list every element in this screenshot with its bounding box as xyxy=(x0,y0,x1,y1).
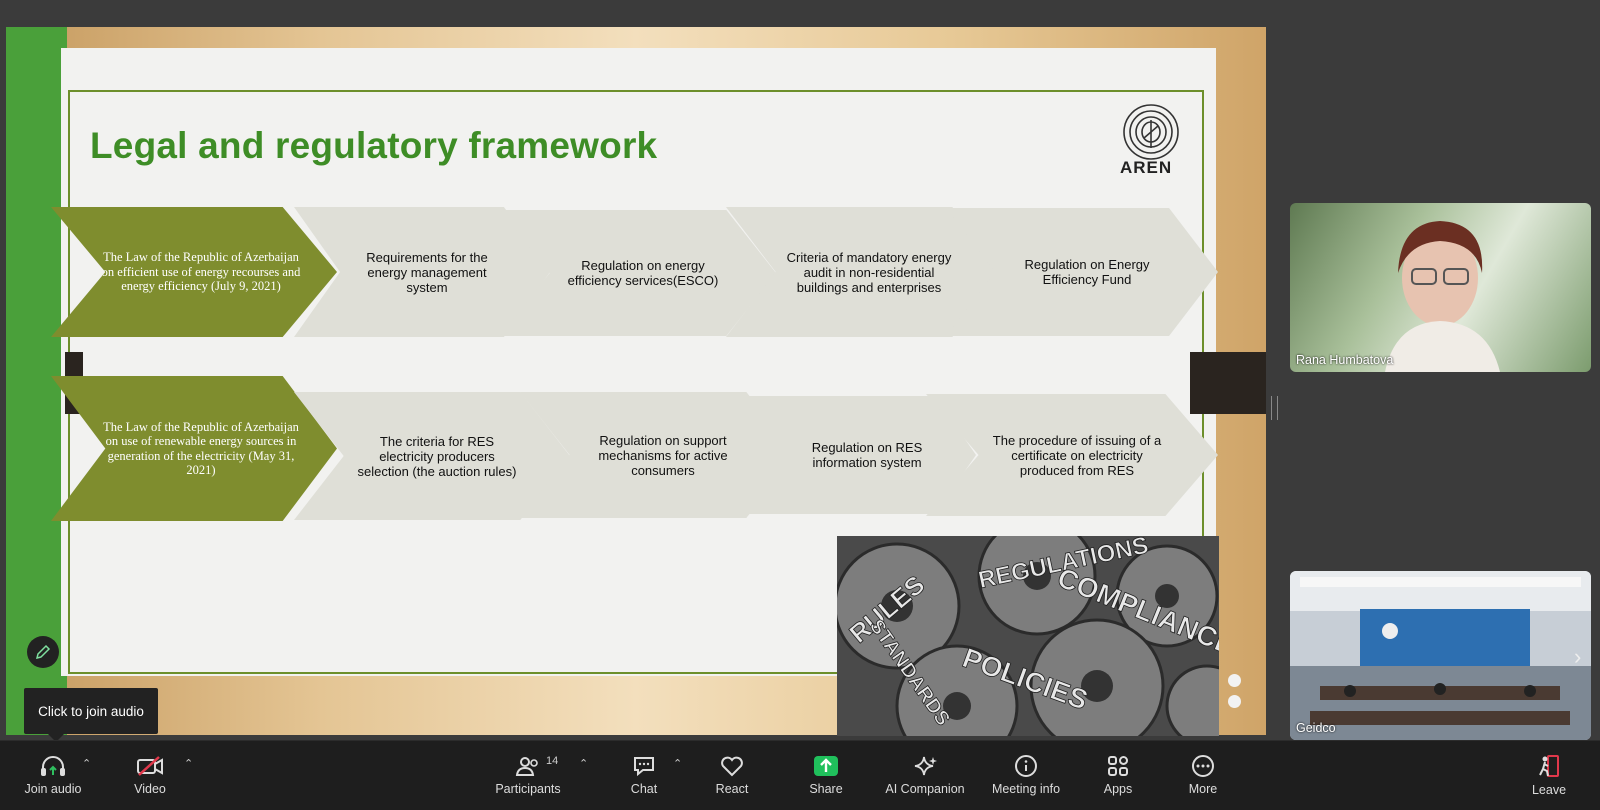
join-audio-tooltip: Click to join audio xyxy=(24,688,158,742)
react-label: React xyxy=(715,782,749,796)
slide-right-tab xyxy=(1190,352,1266,414)
sparkle-icon xyxy=(914,756,937,776)
share-icon xyxy=(814,756,838,776)
more-icon xyxy=(1192,755,1214,777)
participants-label: Participants xyxy=(495,782,561,796)
join-audio-label: Join audio xyxy=(24,782,82,796)
participants-count: 14 xyxy=(546,755,559,767)
chat-label: Chat xyxy=(630,782,658,796)
share-button[interactable]: Share xyxy=(806,741,846,810)
page-dot[interactable] xyxy=(1228,674,1241,687)
speaker-avatar-image xyxy=(1385,221,1500,372)
participants-caret-icon[interactable]: ⌃ xyxy=(579,758,589,770)
page-dot[interactable] xyxy=(1228,695,1241,708)
ai-companion-button[interactable]: AI Companion xyxy=(880,741,970,810)
participant-name: Rana Humbatova xyxy=(1296,353,1394,367)
slide-page-dots[interactable] xyxy=(1228,674,1242,716)
annotate-pen-button[interactable] xyxy=(27,636,59,668)
heart-icon xyxy=(721,756,743,777)
panel-resize-handle[interactable] xyxy=(1271,396,1278,420)
chevron-right-icon[interactable]: › xyxy=(1574,644,1582,669)
leave-label: Leave xyxy=(1531,783,1567,797)
regulations-gears-image: RULES REGULATIONS COMPLIANCE STANDARDS P… xyxy=(837,536,1219,736)
participants-icon xyxy=(515,757,538,776)
meeting-info-button[interactable]: Meeting info xyxy=(988,741,1064,810)
pen-icon xyxy=(35,644,51,660)
audio-options-caret-icon[interactable]: ⌃ xyxy=(82,758,92,770)
video-button[interactable]: Video xyxy=(122,741,178,810)
conference-room-image xyxy=(1290,571,1591,740)
aren-logo-icon xyxy=(1123,104,1179,160)
more-label: More xyxy=(1188,782,1218,796)
participant-name: Geidco xyxy=(1296,721,1336,735)
ai-companion-label: AI Companion xyxy=(885,782,965,796)
slide-title: Legal and regulatory framework xyxy=(90,125,658,166)
more-button[interactable]: More xyxy=(1185,741,1221,810)
chat-caret-icon[interactable]: ⌃ xyxy=(673,758,683,770)
video-off-icon xyxy=(137,756,163,776)
video-tile-room[interactable]: Geidco xyxy=(1290,571,1591,740)
info-icon xyxy=(1015,755,1037,777)
chat-button[interactable]: Chat xyxy=(624,741,664,810)
react-button[interactable]: React xyxy=(712,741,752,810)
video-tile-speaker[interactable]: Rana Humbatova xyxy=(1290,203,1591,372)
leave-button[interactable]: Leave xyxy=(1529,741,1569,810)
aren-logo-text: AREN xyxy=(1120,158,1173,177)
apps-label: Apps xyxy=(1103,782,1133,796)
headphones-icon xyxy=(41,756,65,776)
share-label: Share xyxy=(809,782,843,796)
apps-icon xyxy=(1108,756,1128,776)
video-options-caret-icon[interactable]: ⌃ xyxy=(184,758,194,770)
chat-icon xyxy=(634,757,654,777)
meeting-toolbar: Join audio ⌃ Video ⌃ Participants 14 ⌃ C… xyxy=(0,740,1600,810)
participants-button[interactable]: Participants xyxy=(488,741,568,810)
join-audio-button[interactable]: Join audio xyxy=(20,741,86,810)
shared-screen-area: Legal and regulatory framework AREN The … xyxy=(0,0,1600,742)
leave-icon xyxy=(1539,755,1559,777)
video-label: Video xyxy=(134,782,166,796)
meeting-info-label: Meeting info xyxy=(991,782,1061,796)
apps-button[interactable]: Apps xyxy=(1100,741,1136,810)
